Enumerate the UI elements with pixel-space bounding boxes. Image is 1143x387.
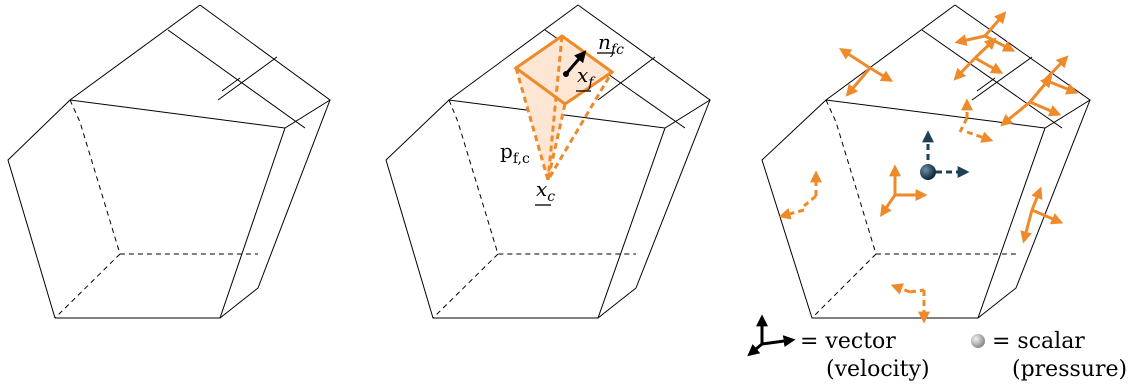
normal-label: nfc <box>598 30 624 58</box>
hidden-edges <box>432 99 636 319</box>
top-edge-left <box>448 4 579 101</box>
vector-legend-label: = vector <box>800 329 896 354</box>
face-center-dot <box>563 71 569 77</box>
vector-legend-desc: (velocity) <box>826 357 930 382</box>
scalar-legend-label: = scalar <box>992 329 1085 354</box>
cell-center-scalar <box>920 130 970 180</box>
side-edge-right <box>219 99 331 319</box>
hidden-edges <box>54 99 258 319</box>
legend: = vector (velocity) = scalar (pressure) <box>747 314 1127 382</box>
scalar-legend-icon <box>971 334 985 348</box>
cell-center-label: xc <box>536 177 555 205</box>
pyramid-edges <box>514 35 614 184</box>
normal-vector-arrow <box>564 50 587 75</box>
top-face-grid <box>167 29 306 129</box>
front-pentagon-face <box>761 99 1046 319</box>
front-pentagon-face <box>385 99 666 319</box>
side-edge-right <box>977 99 1091 319</box>
hidden-face-vectors <box>778 98 994 324</box>
hidden-edges <box>811 99 1016 319</box>
scalar-legend-desc: (pressure) <box>1012 357 1127 382</box>
vector-legend-icon <box>747 314 796 357</box>
face-center-label: xf <box>577 63 596 91</box>
front-pentagon-face <box>7 99 286 319</box>
top-edge-left <box>69 4 201 101</box>
top-face-grid <box>921 29 1063 129</box>
prism-variables <box>761 4 1091 324</box>
side-edge-right <box>597 99 711 319</box>
scalar-node <box>920 164 936 180</box>
pyramid-label: pf,c <box>500 139 530 167</box>
prism-pyramid: nfc xf pf,c xc <box>385 4 711 319</box>
face-vectors <box>838 11 1079 244</box>
prism-plain <box>7 4 331 319</box>
